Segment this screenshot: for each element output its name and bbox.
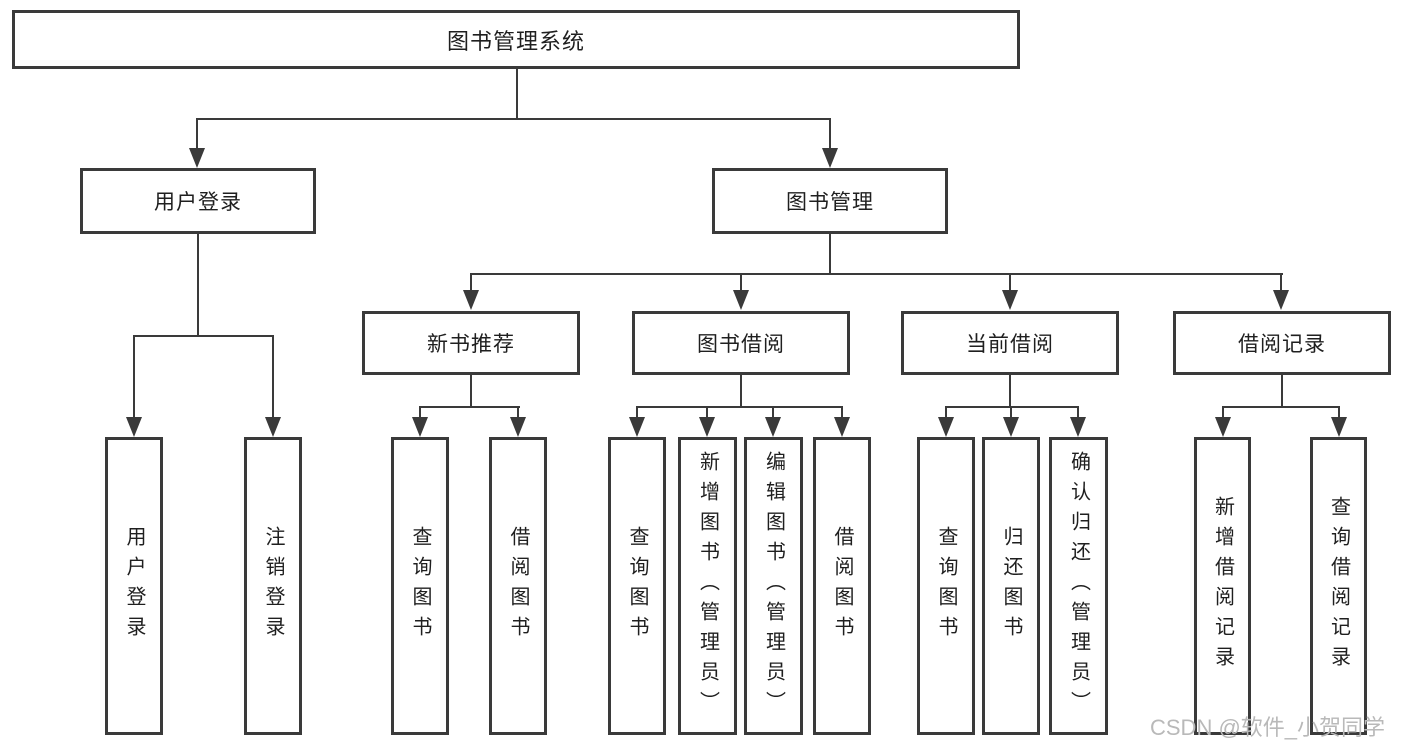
- leaf-label: 归还图书: [1000, 526, 1022, 646]
- leaf-label: 查询图书: [409, 526, 431, 646]
- connector-arrow: [412, 406, 428, 437]
- node-label: 图书管理: [786, 191, 874, 214]
- connector-line: [740, 375, 742, 407]
- leaf-label: 借阅图书: [831, 526, 853, 646]
- node-label: 借阅记录: [1238, 333, 1326, 356]
- node-new-book-recommendation: 新书推荐: [362, 311, 580, 375]
- leaf-label: 查询图书: [935, 526, 957, 646]
- node-label: 用户登录: [154, 191, 242, 214]
- node-library-management-system: 图书管理系统: [12, 10, 1020, 69]
- connector-arrow: [938, 406, 954, 437]
- leaf-label: 新增借阅记录: [1211, 496, 1234, 676]
- connector-arrow: [1273, 273, 1289, 310]
- node-label: 新书推荐: [427, 333, 515, 356]
- node-current-borrowing: 当前借阅: [901, 311, 1119, 375]
- connector-arrow: [834, 406, 850, 437]
- connector-arrow: [1331, 406, 1347, 437]
- connector-arrow: [510, 406, 526, 437]
- leaf-user-login: 用户登录: [105, 437, 163, 735]
- connector-arrow: [265, 335, 281, 437]
- leaf-add-borrow-record: 新增借阅记录: [1194, 437, 1251, 735]
- leaf-add-book-admin: 新增图书（管理员）: [678, 437, 737, 735]
- node-label: 图书借阅: [697, 333, 785, 356]
- node-label: 当前借阅: [966, 333, 1054, 356]
- leaf-label: 用户登录: [123, 526, 145, 646]
- leaf-query-borrow-record: 查询借阅记录: [1310, 437, 1367, 735]
- connector-line: [636, 406, 843, 408]
- connector-line: [471, 273, 1283, 275]
- leaf-label: 注销登录: [262, 526, 284, 646]
- leaf-query-books-recommend: 查询图书: [391, 437, 449, 735]
- connector-arrow: [1070, 406, 1086, 437]
- node-book-management: 图书管理: [712, 168, 948, 234]
- leaf-label: 确认归还（管理员）: [1067, 451, 1090, 721]
- leaf-query-books-borrowing: 查询图书: [608, 437, 666, 735]
- node-book-borrowing: 图书借阅: [632, 311, 850, 375]
- node-label: 图书管理系统: [446, 28, 585, 54]
- connector-arrow: [189, 118, 205, 168]
- leaf-borrow-books-borrowing: 借阅图书: [813, 437, 871, 735]
- connector-arrow: [765, 406, 781, 437]
- connector-arrow: [699, 406, 715, 437]
- connector-arrow: [733, 273, 749, 310]
- connector-arrow: [822, 118, 838, 168]
- leaf-logout: 注销登录: [244, 437, 302, 735]
- leaf-borrow-books-recommend: 借阅图书: [489, 437, 547, 735]
- connector-line: [945, 406, 1079, 408]
- connector-line: [1222, 406, 1340, 408]
- leaf-return-books: 归还图书: [982, 437, 1040, 735]
- leaf-label: 新增图书（管理员）: [696, 451, 719, 721]
- connector-line: [419, 406, 520, 408]
- leaf-confirm-return-admin: 确认归还（管理员）: [1049, 437, 1108, 735]
- connector-arrow: [126, 335, 142, 437]
- leaf-edit-book-admin: 编辑图书（管理员）: [744, 437, 803, 735]
- leaf-label: 编辑图书（管理员）: [762, 451, 785, 721]
- leaf-label: 查询借阅记录: [1327, 496, 1350, 676]
- connector-arrow: [463, 273, 479, 310]
- connector-line: [1281, 375, 1283, 407]
- connector-arrow: [629, 406, 645, 437]
- connector-arrow: [1215, 406, 1231, 437]
- connector-line: [134, 335, 274, 337]
- connector-line: [516, 69, 518, 118]
- connector-line: [197, 118, 831, 120]
- leaf-query-books-current: 查询图书: [917, 437, 975, 735]
- connector-arrow: [1002, 273, 1018, 310]
- leaf-label: 借阅图书: [507, 526, 529, 646]
- node-borrowing-records: 借阅记录: [1173, 311, 1391, 375]
- connector-line: [829, 234, 831, 273]
- connector-line: [1009, 375, 1011, 407]
- connector-line: [197, 234, 199, 335]
- node-user-login: 用户登录: [80, 168, 316, 234]
- leaf-label: 查询图书: [626, 526, 648, 646]
- connector-line: [470, 375, 472, 407]
- connector-arrow: [1003, 406, 1019, 437]
- csdn-watermark: CSDN @软件_小贺同学: [1150, 715, 1386, 740]
